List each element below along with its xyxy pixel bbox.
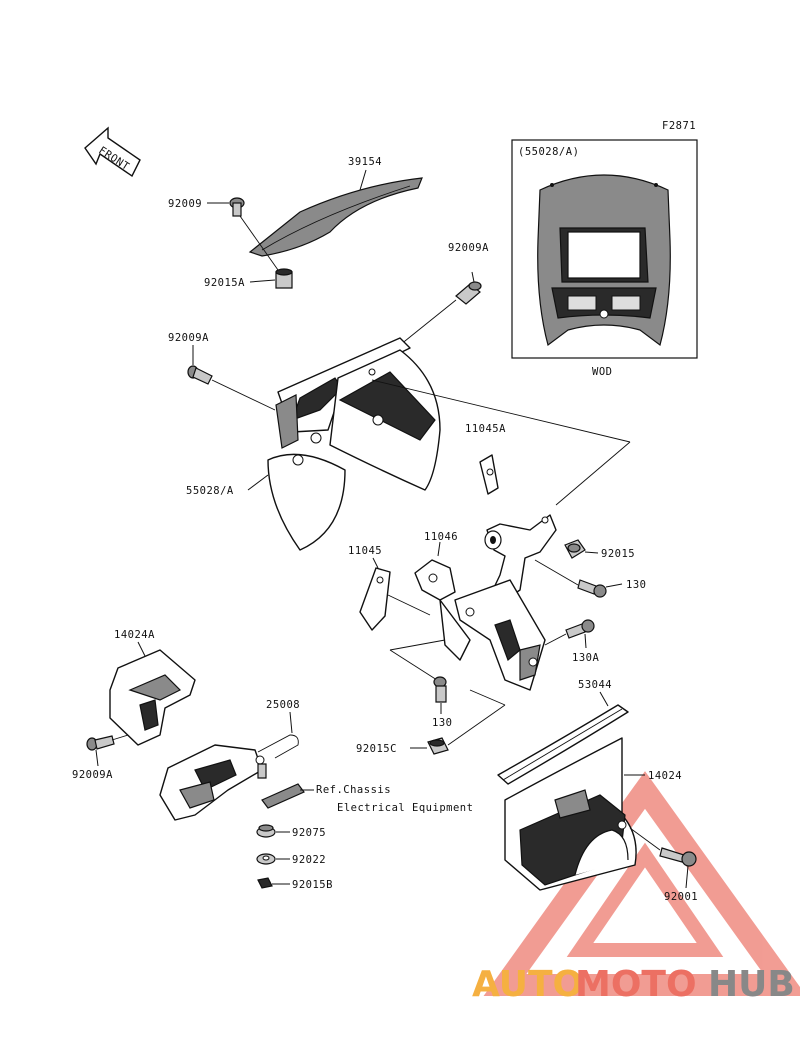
part-130-right: 130	[534, 559, 646, 598]
part-92015B: 92015B	[257, 877, 333, 891]
label-53044: 53044	[578, 679, 612, 691]
label-92001: 92001	[664, 891, 698, 903]
part-130-bottom: 130	[432, 676, 452, 729]
label-92015A: 92015A	[204, 277, 245, 289]
part-92015C: 92015C	[356, 689, 506, 755]
part-92015A: 92015A	[204, 268, 293, 289]
watermark-text: AUTO MOTO HUB	[472, 964, 795, 1005]
watermark-moto: MOTO	[575, 964, 697, 1005]
reference-strap: Ref.Chassis Electrical Equipment	[261, 783, 473, 814]
inset-variant: WOD	[592, 366, 612, 378]
inset-box: (55028/A) WOD	[511, 139, 698, 378]
label-130-bottom: 130	[432, 717, 452, 729]
watermark-auto: AUTO	[472, 964, 583, 1005]
part-11045A: 11045A	[371, 379, 631, 506]
part-92009: 92009	[168, 197, 279, 271]
part-14024: 14024	[504, 737, 682, 891]
label-92022: 92022	[292, 854, 326, 866]
label-92015: 92015	[601, 548, 635, 560]
part-11046: 11046	[414, 531, 471, 661]
label-11045: 11045	[348, 545, 382, 557]
label-92009A-left: 92009A	[168, 332, 209, 344]
part-25008: 25008	[159, 699, 300, 821]
part-92009A-bottom: 92009A	[72, 734, 129, 781]
part-92075: 92075	[256, 824, 326, 839]
part-130A: 130A	[544, 619, 599, 664]
label-39154: 39154	[348, 156, 382, 168]
label-92009A-top: 92009A	[448, 242, 489, 254]
part-92022: 92022	[256, 853, 326, 866]
part-11045: 11045	[348, 545, 446, 681]
front-arrow-icon: FRONT	[84, 126, 141, 178]
reference-note-line1: Ref.Chassis	[316, 784, 391, 796]
label-25008: 25008	[266, 699, 300, 711]
part-39154: 39154	[248, 156, 423, 257]
label-14024: 14024	[648, 770, 682, 782]
part-53044: 53044	[497, 679, 629, 785]
label-55028A: 55028/A	[186, 485, 234, 497]
subframe-bracket	[454, 514, 557, 691]
part-14024A: 14024A	[109, 629, 196, 746]
part-92009A-top: 92009A	[399, 242, 489, 346]
label-92015B: 92015B	[292, 879, 333, 891]
part-92009A-left: 92009A	[168, 332, 276, 411]
label-11046: 11046	[424, 531, 458, 543]
part-55028A: 55028/A	[186, 337, 441, 551]
reference-note-line2: Electrical Equipment	[337, 802, 473, 814]
label-14024A: 14024A	[114, 629, 155, 641]
label-92009A-bottom: 92009A	[72, 769, 113, 781]
label-92075: 92075	[292, 827, 326, 839]
label-92009: 92009	[168, 198, 202, 210]
label-130A: 130A	[572, 652, 599, 664]
part-92001: 92001	[629, 827, 698, 903]
part-92015: 92015	[564, 539, 635, 560]
label-11045A: 11045A	[465, 423, 506, 435]
label-92015C: 92015C	[356, 743, 397, 755]
watermark-hub: HUB	[708, 964, 795, 1005]
figure-code: F2871	[662, 120, 696, 132]
inset-part-ref: (55028/A)	[518, 146, 579, 158]
label-130-right: 130	[626, 579, 646, 591]
watermark-logo	[483, 771, 800, 996]
